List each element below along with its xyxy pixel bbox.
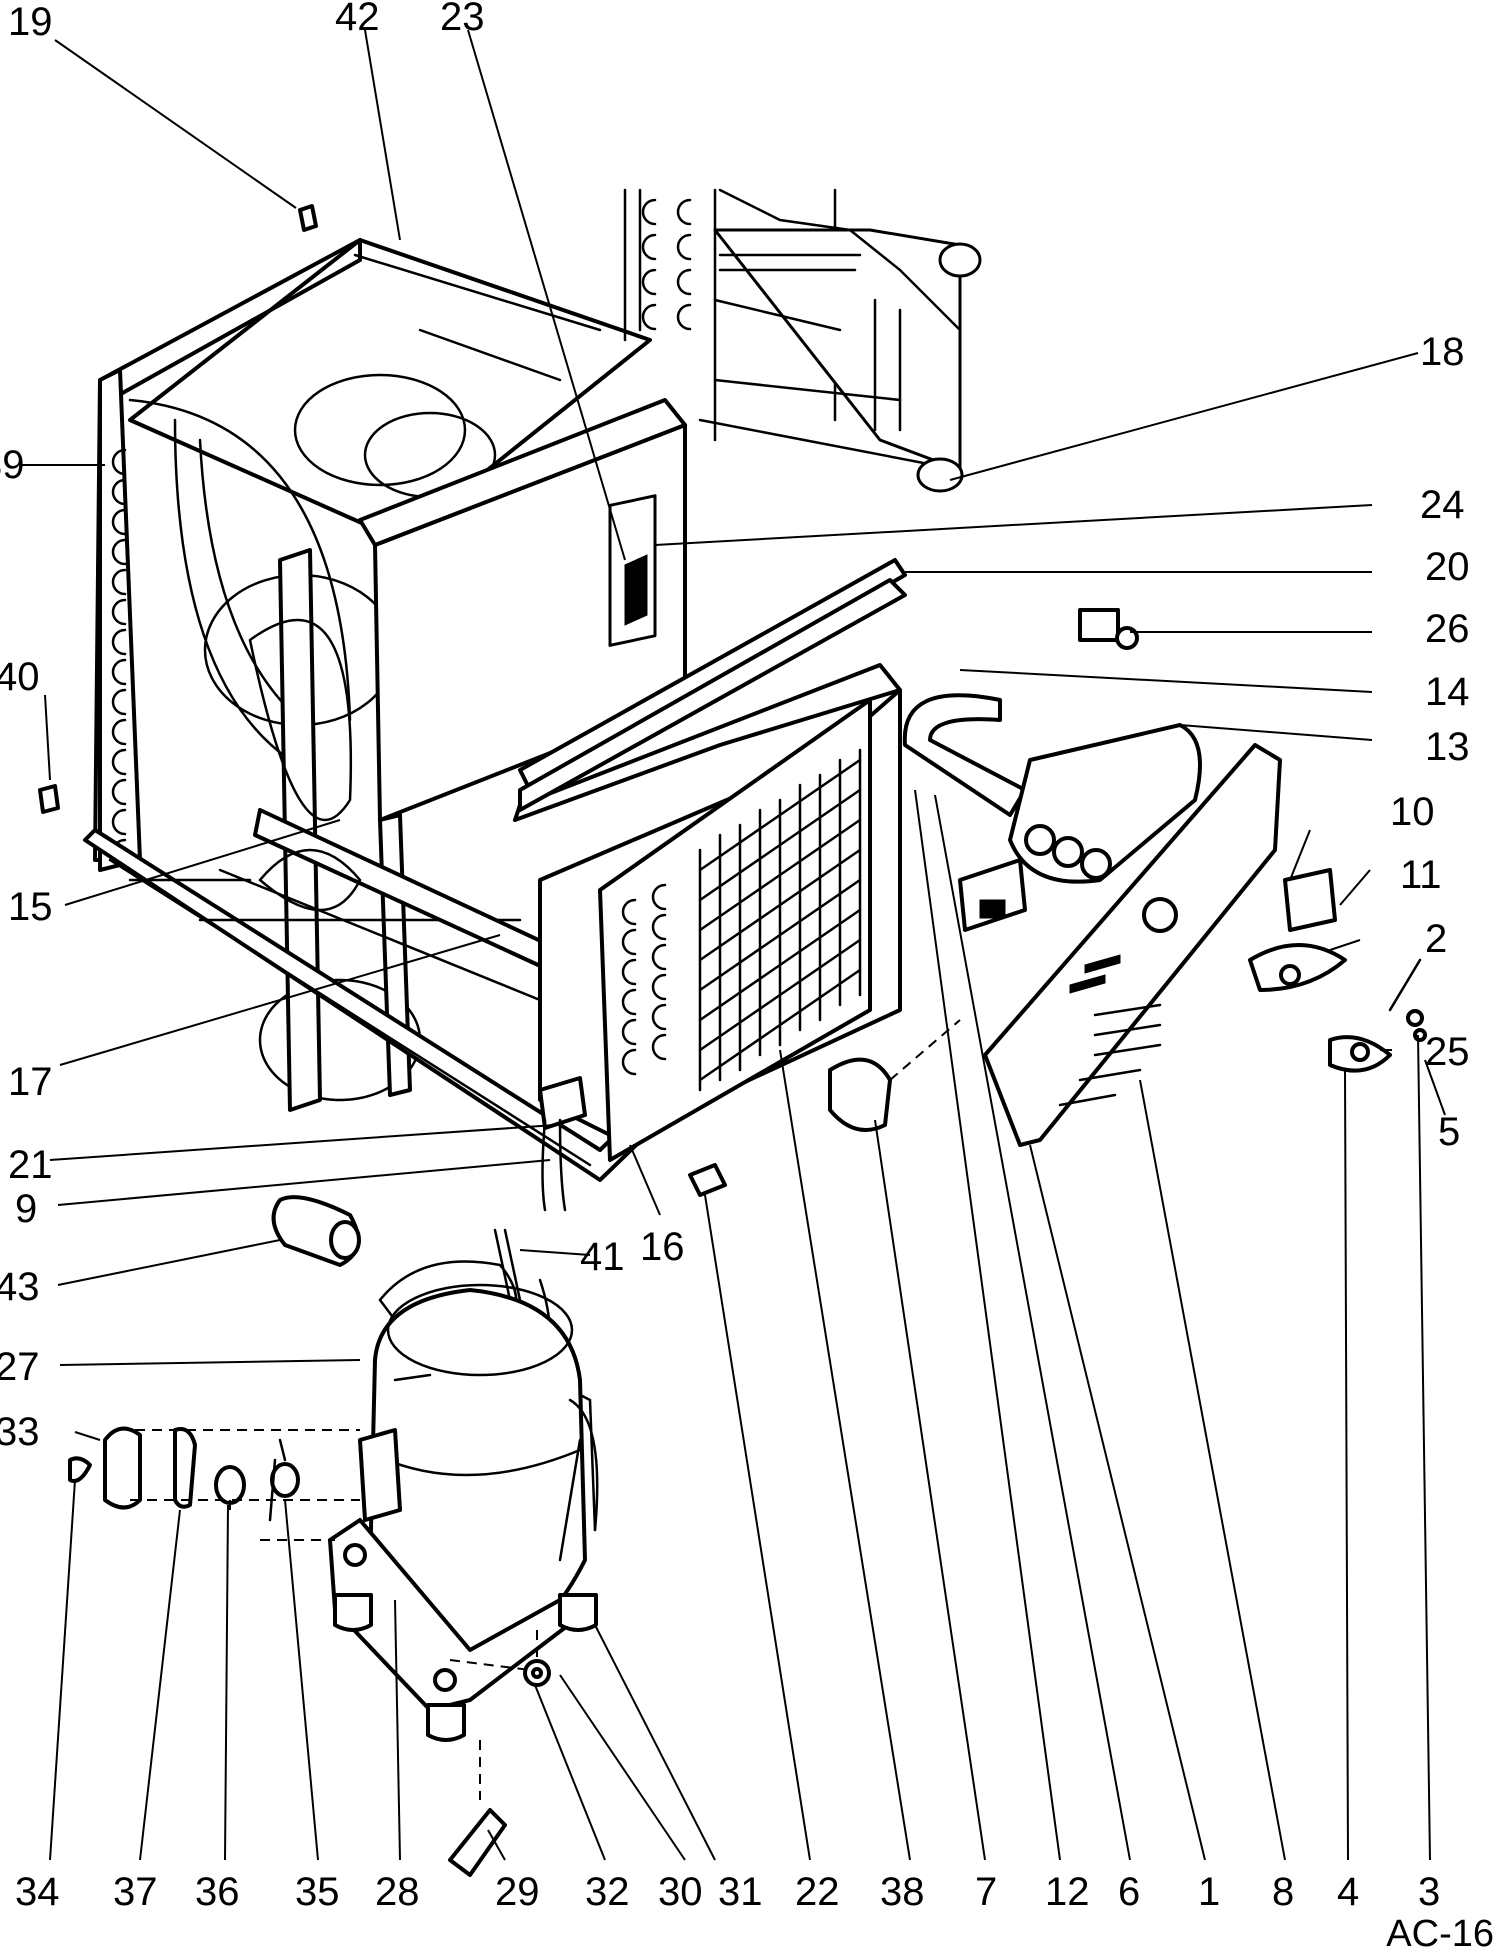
callout-16: 16 [640, 1225, 685, 1269]
ring-36 [214, 1465, 246, 1505]
callout-27: 27 [0, 1345, 40, 1389]
callout-11: 11 [1400, 853, 1442, 897]
drawing-code: AC-16 [1386, 1913, 1494, 1955]
callout-6: 6 [1118, 1870, 1140, 1914]
callout-20: 20 [1425, 545, 1470, 589]
callout-34: 34 [15, 1870, 60, 1914]
callout-2: 2 [1425, 917, 1447, 961]
callout-7: 7 [975, 1870, 997, 1914]
switch-10 [1283, 868, 1337, 932]
callout-26: 26 [1425, 607, 1470, 651]
callout-41: 41 [580, 1235, 625, 1279]
callout-31: 31 [718, 1870, 763, 1914]
callout-35: 35 [295, 1870, 340, 1914]
bracket-22 [688, 1163, 727, 1197]
callout-33: 33 [0, 1410, 40, 1454]
callout-14: 14 [1425, 670, 1470, 714]
callout-36: 36 [195, 1870, 240, 1914]
callout-28: 28 [375, 1870, 420, 1914]
callout-9: 9 [15, 1187, 37, 1231]
callout-5: 5 [1438, 1110, 1460, 1154]
callout-12: 12 [1045, 1870, 1090, 1914]
callout-38: 38 [880, 1870, 925, 1914]
callout-25: 25 [1425, 1030, 1470, 1074]
control-panel-parts [828, 608, 1427, 1147]
callout-24: 24 [1420, 483, 1465, 527]
grommet-c [426, 1703, 466, 1742]
callout-32: 32 [585, 1870, 630, 1914]
knob-26 [1078, 608, 1120, 642]
callout-39: 39 [0, 443, 25, 487]
callout-21: 21 [8, 1143, 53, 1187]
terminal-box [358, 1428, 402, 1522]
callout-22: 22 [795, 1870, 840, 1914]
clip-40 [38, 784, 60, 814]
callout-42: 42 [335, 0, 380, 39]
callout-1: 1 [1198, 1870, 1220, 1914]
callout-37: 37 [113, 1870, 158, 1914]
overload-35 [270, 1462, 300, 1498]
leader-lines [20, 29, 1446, 1861]
grommet-b [558, 1593, 598, 1632]
terminal-cover-33 [103, 1426, 142, 1510]
condenser-fins [698, 748, 862, 1092]
callout-29: 29 [495, 1870, 540, 1914]
grommet-a [333, 1593, 373, 1632]
background-unit-drawing [623, 188, 982, 493]
callout-labels: 19 42 23 18 39 24 20 26 40 14 13 10 11 1… [0, 0, 1470, 1914]
callout-13: 13 [1425, 725, 1470, 769]
overload-7 [828, 1057, 892, 1132]
callout-43: 43 [0, 1265, 40, 1309]
callout-17: 17 [8, 1060, 53, 1104]
control-plate [983, 743, 1282, 1147]
callout-19: 19 [8, 0, 53, 44]
callout-40: 40 [0, 655, 40, 699]
callout-8: 8 [1272, 1870, 1294, 1914]
relay-12 [958, 858, 1027, 932]
callout-23: 23 [440, 0, 485, 39]
strap-14 [902, 693, 1027, 817]
callout-18: 18 [1420, 330, 1465, 374]
callout-4: 4 [1337, 1870, 1359, 1914]
clip-34 [68, 1456, 92, 1483]
chassis-assembly [38, 204, 907, 1212]
callout-3: 3 [1418, 1870, 1440, 1914]
strap-29 [448, 1808, 507, 1877]
callout-30: 30 [658, 1870, 703, 1914]
gasket-37 [173, 1427, 197, 1509]
left-coil-bends [111, 448, 127, 866]
compressor-assembly [68, 1195, 599, 1877]
callout-10: 10 [1390, 790, 1435, 834]
callout-15: 15 [8, 885, 53, 929]
clip-19 [298, 204, 318, 232]
